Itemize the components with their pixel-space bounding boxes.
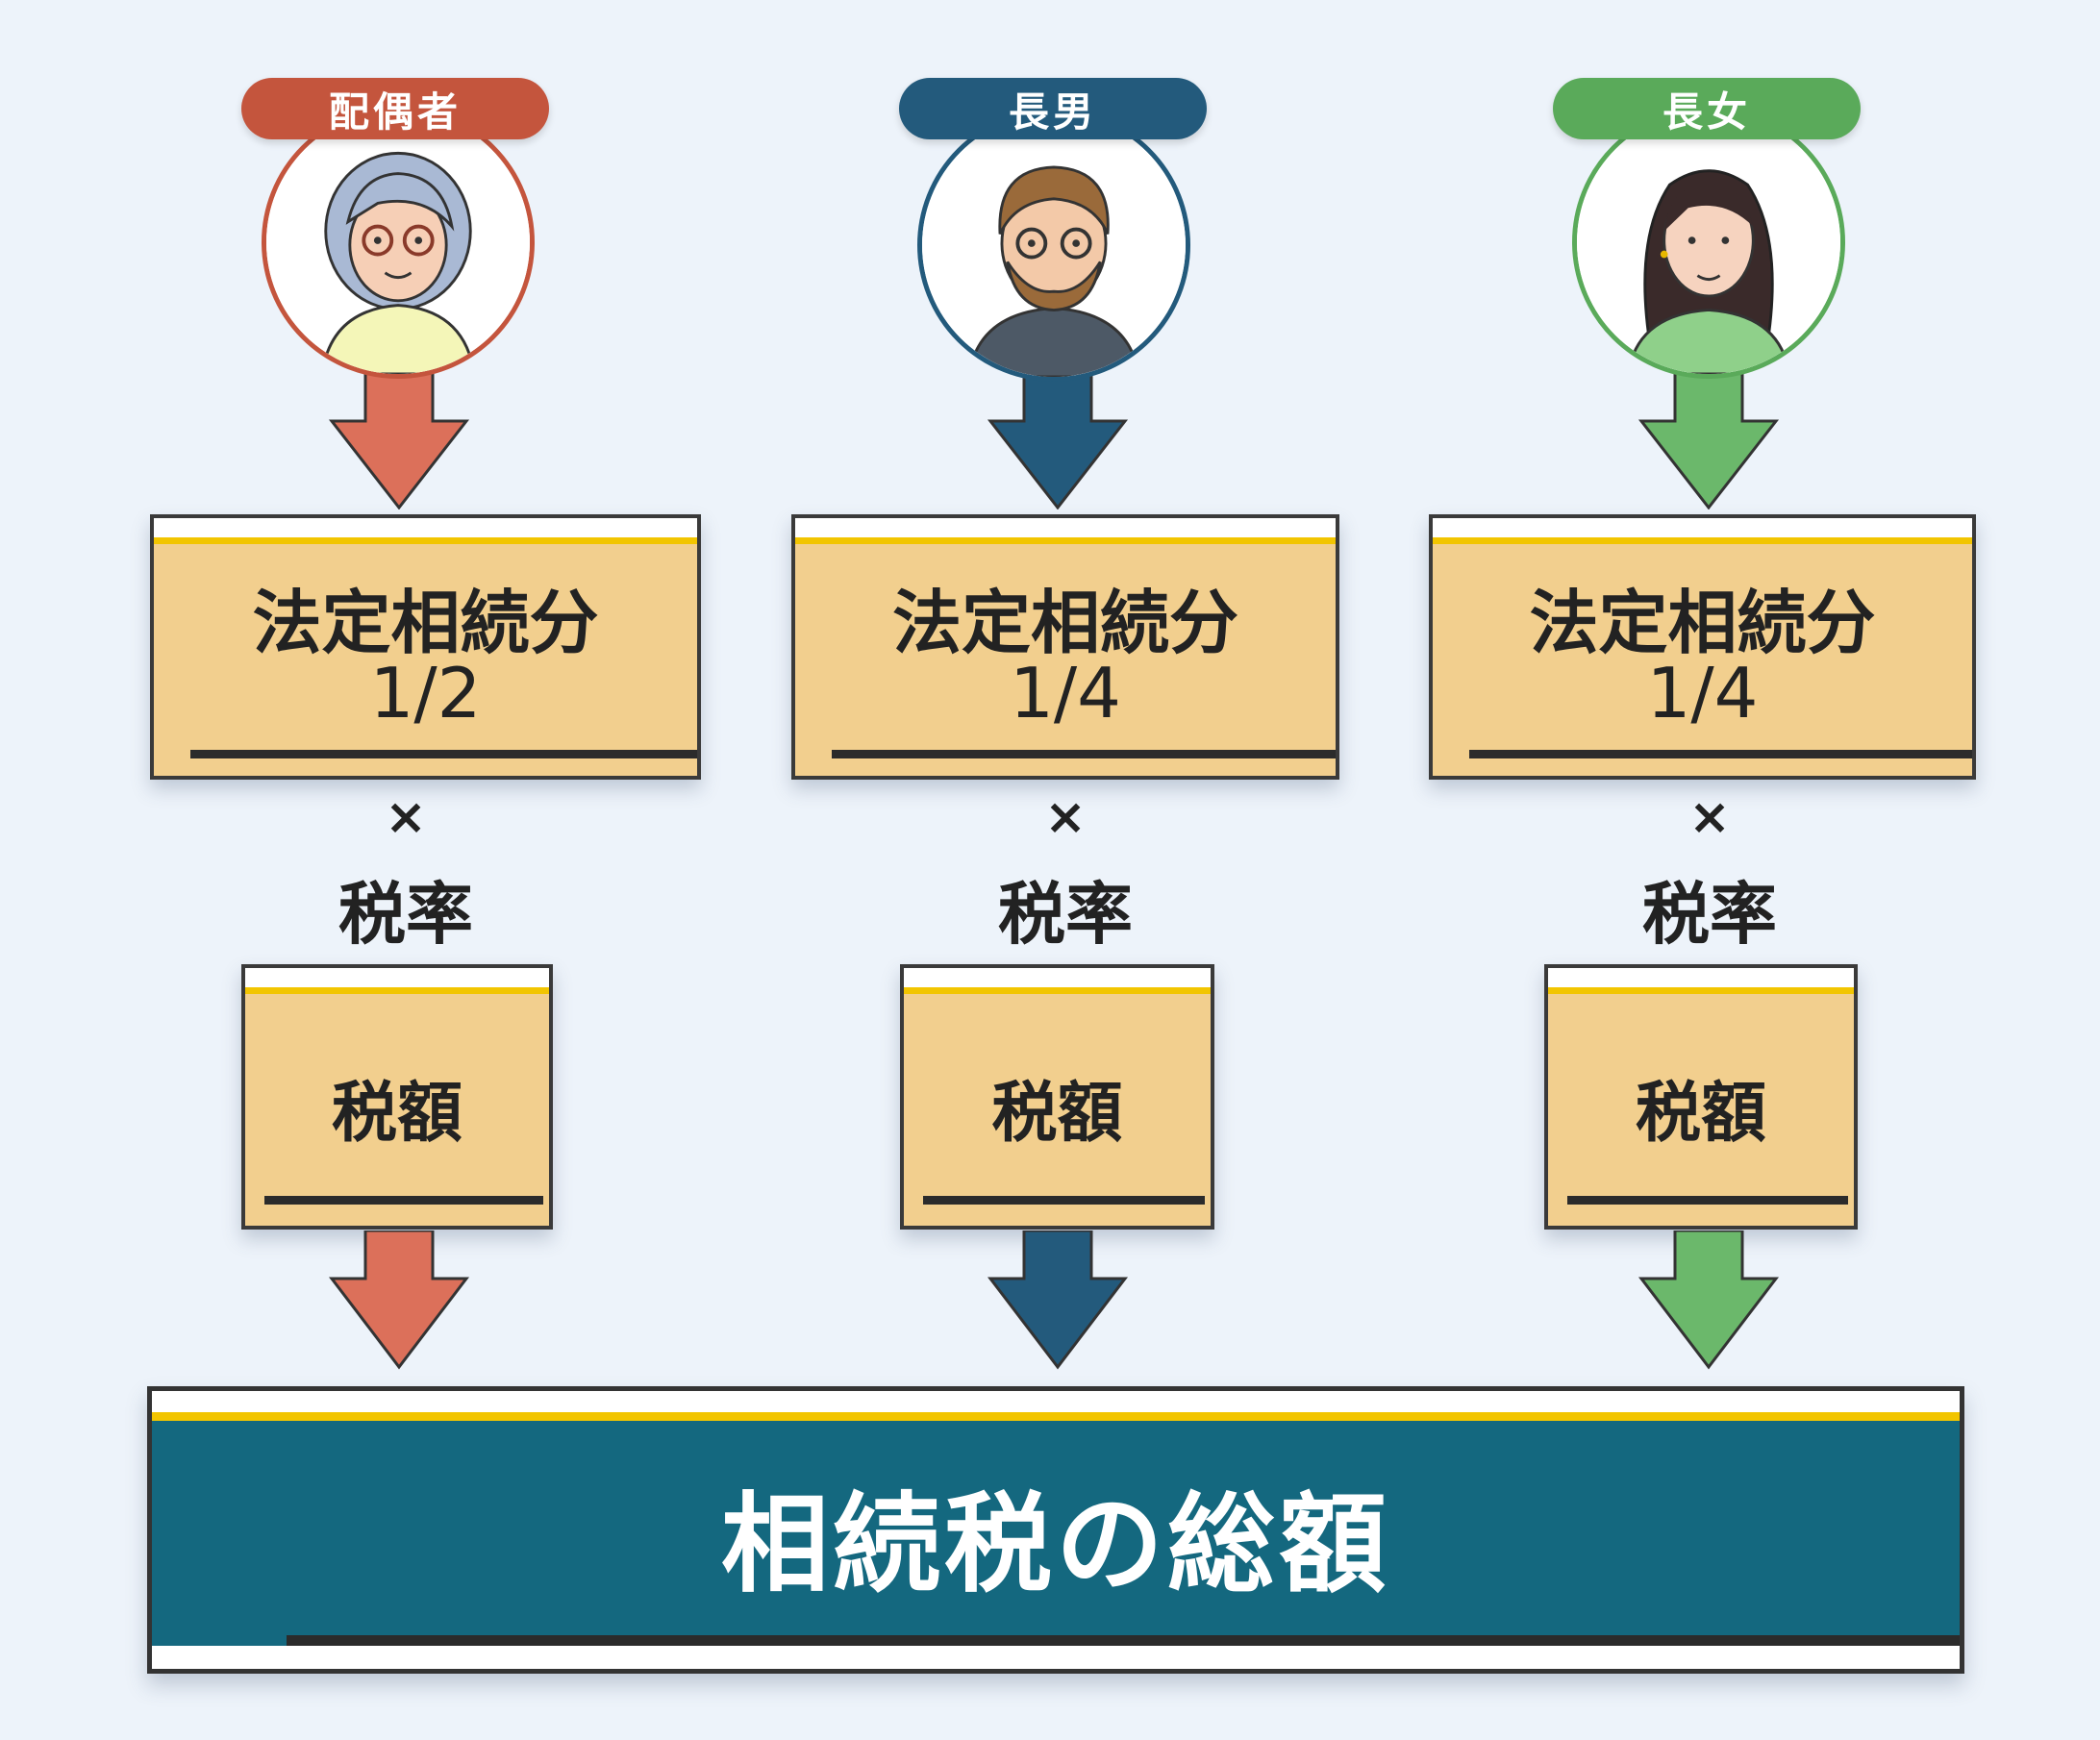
tax-rate-label: 税率 — [1642, 875, 1777, 954]
heir-badge-spouse: 配偶者 — [241, 78, 549, 139]
arrow-down-icon — [987, 365, 1129, 510]
legal-share-title: 法定相続分 — [891, 583, 1238, 663]
legal-share-value: 1/4 — [1010, 653, 1121, 733]
tax-rate-label: 税率 — [998, 875, 1133, 954]
total-inheritance-tax-box: 相続税の総額 — [147, 1386, 1964, 1674]
arrow-down-icon — [1638, 365, 1780, 510]
elderly-woman-avatar — [262, 106, 535, 379]
tax-amount-label: 税額 — [1635, 1076, 1766, 1152]
tax-amount-box-eldest-daughter: 税額 — [1544, 964, 1858, 1230]
legal-share-box-spouse: 法定相続分 1/2 — [150, 514, 701, 780]
multiply-sign: × — [385, 788, 427, 846]
arrow-down-icon — [987, 1230, 1129, 1370]
tax-amount-box-spouse: 税額 — [241, 964, 553, 1230]
tax-amount-label: 税額 — [331, 1076, 462, 1152]
multiply-sign: × — [1688, 788, 1731, 846]
heir-badge-eldest-son: 長男 — [899, 78, 1207, 139]
bearded-man-avatar — [917, 109, 1190, 382]
tax-amount-box-eldest-son: 税額 — [900, 964, 1214, 1230]
legal-share-value: 1/4 — [1646, 653, 1759, 733]
legal-share-title: 法定相続分 — [1529, 583, 1876, 663]
legal-share-title: 法定相続分 — [252, 583, 599, 663]
multiply-sign: × — [1044, 788, 1087, 846]
arrow-down-icon — [328, 365, 470, 510]
arrow-down-icon — [328, 1230, 470, 1370]
tax-rate-label: 税率 — [338, 875, 473, 954]
legal-share-box-eldest-daughter: 法定相続分 1/4 — [1429, 514, 1976, 780]
tax-amount-label: 税額 — [991, 1076, 1123, 1152]
legal-share-box-eldest-son: 法定相続分 1/4 — [791, 514, 1339, 780]
young-woman-avatar — [1572, 106, 1845, 379]
arrow-down-icon — [1638, 1230, 1780, 1370]
legal-share-value: 1/2 — [369, 653, 482, 733]
total-inheritance-tax-label: 相続税の総額 — [721, 1482, 1390, 1607]
heir-badge-eldest-daughter: 長女 — [1553, 78, 1861, 139]
